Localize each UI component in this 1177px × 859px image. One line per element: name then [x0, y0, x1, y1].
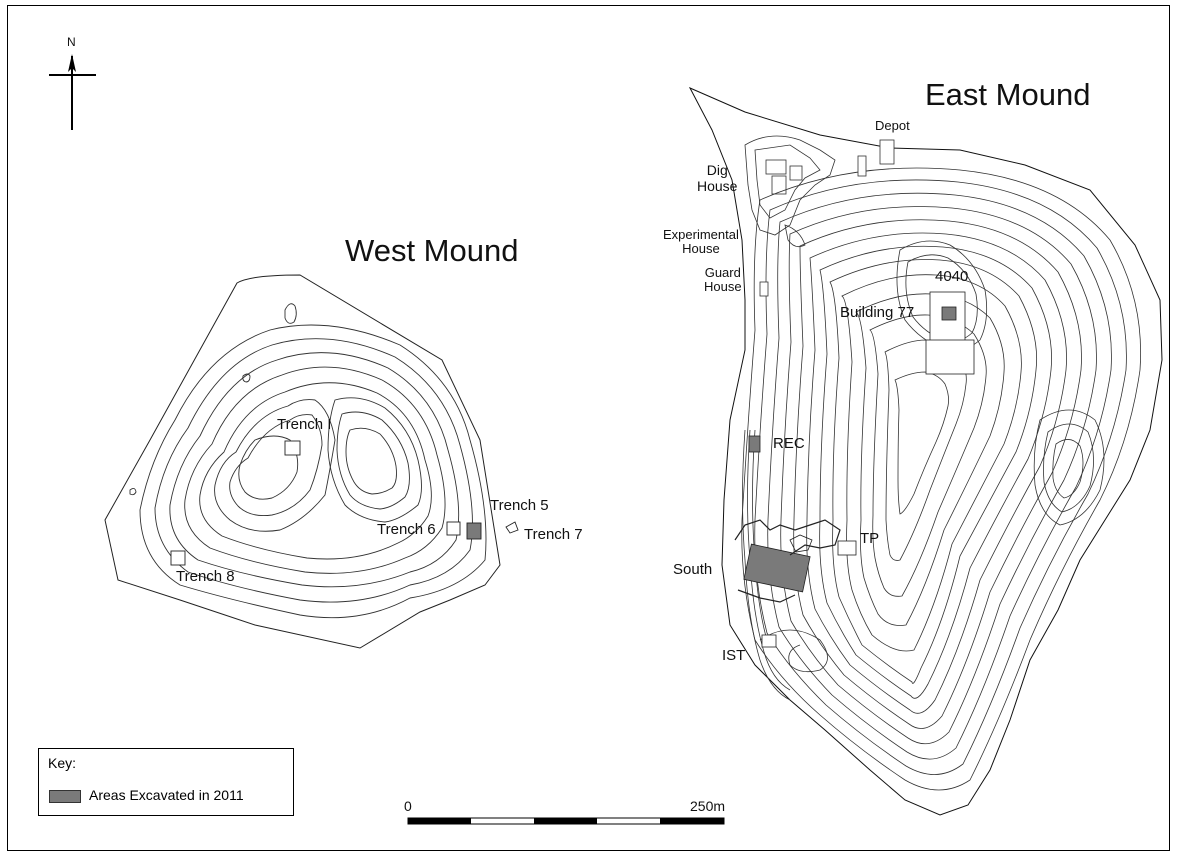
map-key: Key: Areas Excavated in 2011	[38, 748, 294, 816]
map-frame	[7, 5, 1170, 851]
experimental-house-label: Experimental House	[663, 227, 739, 256]
rec-label: REC	[773, 435, 805, 452]
key-item-label: Areas Excavated in 2011	[89, 787, 244, 803]
east-mound	[688, 86, 1163, 816]
trench-8-label: Trench 8	[176, 568, 235, 585]
key-title: Key:	[48, 755, 77, 771]
excavated-area-swatch	[49, 790, 81, 803]
trench-5-label: Trench 5	[490, 497, 549, 514]
north-arrow-icon	[49, 54, 96, 130]
tp-label: TP	[860, 530, 880, 547]
scale-start-label: 0	[404, 798, 412, 814]
excavation-area-south	[743, 543, 811, 593]
scale-bar	[407, 817, 725, 825]
trench-7-label: Trench 7	[524, 526, 583, 543]
area-4040-label: 4040	[935, 268, 969, 285]
dig-house-label: Dig House	[697, 162, 738, 194]
scale-end-label: 250m	[690, 798, 726, 814]
ist-label: IST	[722, 647, 746, 664]
trench-1-label: Trench I	[277, 416, 332, 433]
trench-6-label: Trench 6	[377, 521, 436, 538]
east-mound-title: East Mound	[925, 77, 1091, 112]
south-label: South	[673, 561, 713, 578]
depot-label: Depot	[875, 118, 910, 133]
guard-house-label: Guard House	[704, 265, 742, 294]
building-77-label: Building 77	[840, 304, 915, 321]
north-label: N	[67, 35, 76, 49]
west-mound	[104, 274, 519, 649]
west-mound-title: West Mound	[345, 233, 519, 268]
